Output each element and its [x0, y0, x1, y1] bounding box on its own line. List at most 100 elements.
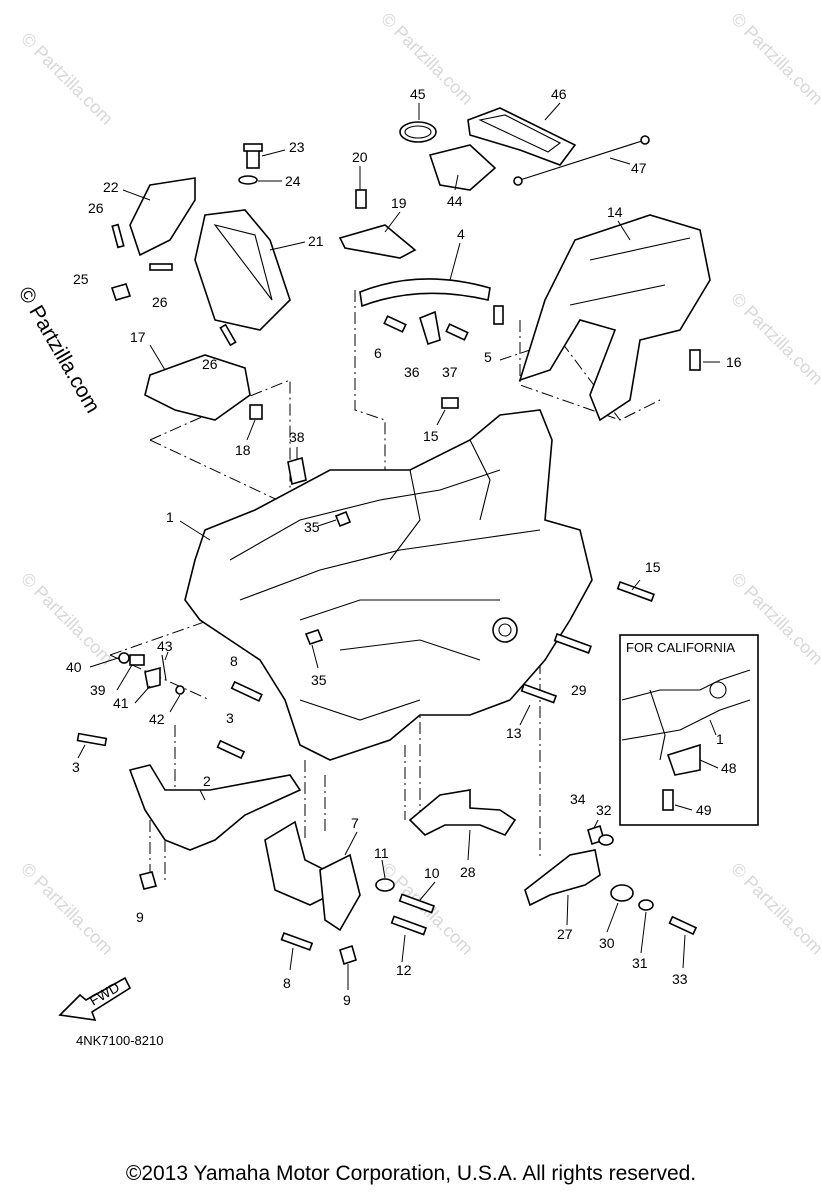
callout-24: 24 [285, 173, 301, 189]
pin-43 [161, 654, 167, 681]
callout-39: 39 [90, 682, 106, 698]
watermark: © Partzilla.com [17, 29, 117, 129]
mid-parts [76, 580, 655, 760]
watermark: © Partzilla.com [727, 9, 822, 109]
callout-25: 25 [73, 271, 89, 287]
callout-34: 34 [570, 791, 586, 807]
bolt-12 [390, 915, 428, 936]
washer-32 [598, 834, 614, 846]
bolt-16 [689, 349, 701, 371]
bracket-41 [144, 666, 161, 689]
callout-8: 8 [283, 975, 291, 991]
callout-7: 7 [351, 815, 359, 831]
main-frame-1 [184, 409, 593, 761]
callout-1: 1 [716, 731, 724, 747]
callout-1: 1 [166, 509, 174, 525]
callout-9: 9 [343, 992, 351, 1008]
bolt-33 [668, 915, 698, 936]
callout-30: 30 [599, 935, 615, 951]
callout-44: 44 [447, 193, 463, 209]
pin-26 [219, 323, 237, 347]
washer-42 [175, 685, 185, 695]
callout-9: 9 [136, 909, 144, 925]
callout-11: 11 [374, 845, 389, 861]
fwd-arrow: FWD [58, 976, 132, 1021]
callout-14: 14 [607, 204, 623, 220]
bracket-2 [128, 764, 302, 851]
ring-45 [399, 121, 437, 143]
diagram-code: 4NK7100-8210 [76, 1033, 163, 1048]
washer-31 [638, 899, 654, 911]
callout-20: 20 [352, 149, 368, 165]
upper-parts [110, 107, 711, 486]
bolt-15 [441, 397, 459, 409]
bracket-7 [264, 820, 331, 906]
callout-41: 41 [113, 695, 129, 711]
stay-14 [518, 214, 711, 422]
clip-36 [419, 310, 441, 346]
callout-3: 3 [226, 710, 234, 726]
callout-29: 29 [571, 682, 587, 698]
callout-48: 48 [721, 760, 737, 776]
bolt-37 [445, 323, 469, 341]
callout-35: 35 [304, 519, 320, 535]
side-watermark: © Partzilla.com [14, 283, 105, 417]
california-inset: FOR CALIFORNIA [619, 634, 759, 826]
callout-21: 21 [308, 233, 324, 249]
callout-46: 46 [551, 86, 567, 102]
pad-44 [428, 144, 497, 191]
callout-19: 19 [391, 195, 407, 211]
callout-3: 3 [72, 759, 80, 775]
bracket-17 [144, 354, 251, 421]
bracket-46 [467, 107, 577, 166]
callout-47: 47 [631, 160, 647, 176]
cover-21 [194, 209, 291, 331]
callout-15: 15 [645, 559, 661, 575]
callout-45: 45 [410, 86, 426, 102]
callout-36: 36 [404, 364, 420, 380]
bolt-5 [493, 305, 504, 325]
watermark: © Partzilla.com [727, 859, 822, 959]
callout-38: 38 [289, 429, 305, 445]
bolt-15 [616, 580, 655, 602]
callout-12: 12 [396, 962, 412, 978]
bracket-27 [524, 849, 601, 907]
callout-15: 15 [423, 428, 439, 444]
bolt-49 [662, 789, 674, 811]
callout-22: 22 [103, 179, 119, 195]
callout-16: 16 [726, 354, 742, 370]
leader-lines [77, 102, 720, 990]
bracket-48 [666, 743, 701, 776]
nut-9 [339, 944, 357, 966]
callout-18: 18 [235, 442, 251, 458]
watermark: © Partzilla.com [17, 569, 117, 669]
callout-37: 37 [442, 364, 458, 380]
pin-26 [149, 263, 173, 271]
watermark: © Partzilla.com [377, 9, 477, 109]
watermark: © Partzilla.com [727, 289, 822, 389]
bolt-6 [383, 315, 407, 333]
bracket-19 [338, 224, 417, 259]
callout-43: 43 [157, 638, 173, 654]
callout-5: 5 [484, 349, 492, 365]
nut-9 [139, 871, 157, 890]
inset-title: FOR CALIFORNIA [626, 640, 735, 655]
callout-4: 4 [457, 226, 465, 242]
callout-10: 10 [424, 865, 440, 881]
lower-parts [128, 764, 698, 966]
callout-labels: 45 46 23 20 24 47 22 44 19 21 26 4 14 25… [66, 86, 742, 1008]
cover-22 [129, 177, 196, 257]
bolt-8 [280, 932, 314, 951]
bolt-39 [129, 654, 145, 666]
callout-28: 28 [460, 864, 476, 880]
nut-40 [118, 652, 130, 664]
bushing-30 [610, 884, 634, 902]
cable-47 [519, 139, 646, 181]
bolt-13 [520, 683, 558, 704]
callout-35: 35 [311, 672, 327, 688]
callout-40: 40 [66, 659, 82, 675]
collar-11 [375, 878, 395, 892]
callout-42: 42 [149, 711, 165, 727]
callout-26: 26 [88, 200, 104, 216]
